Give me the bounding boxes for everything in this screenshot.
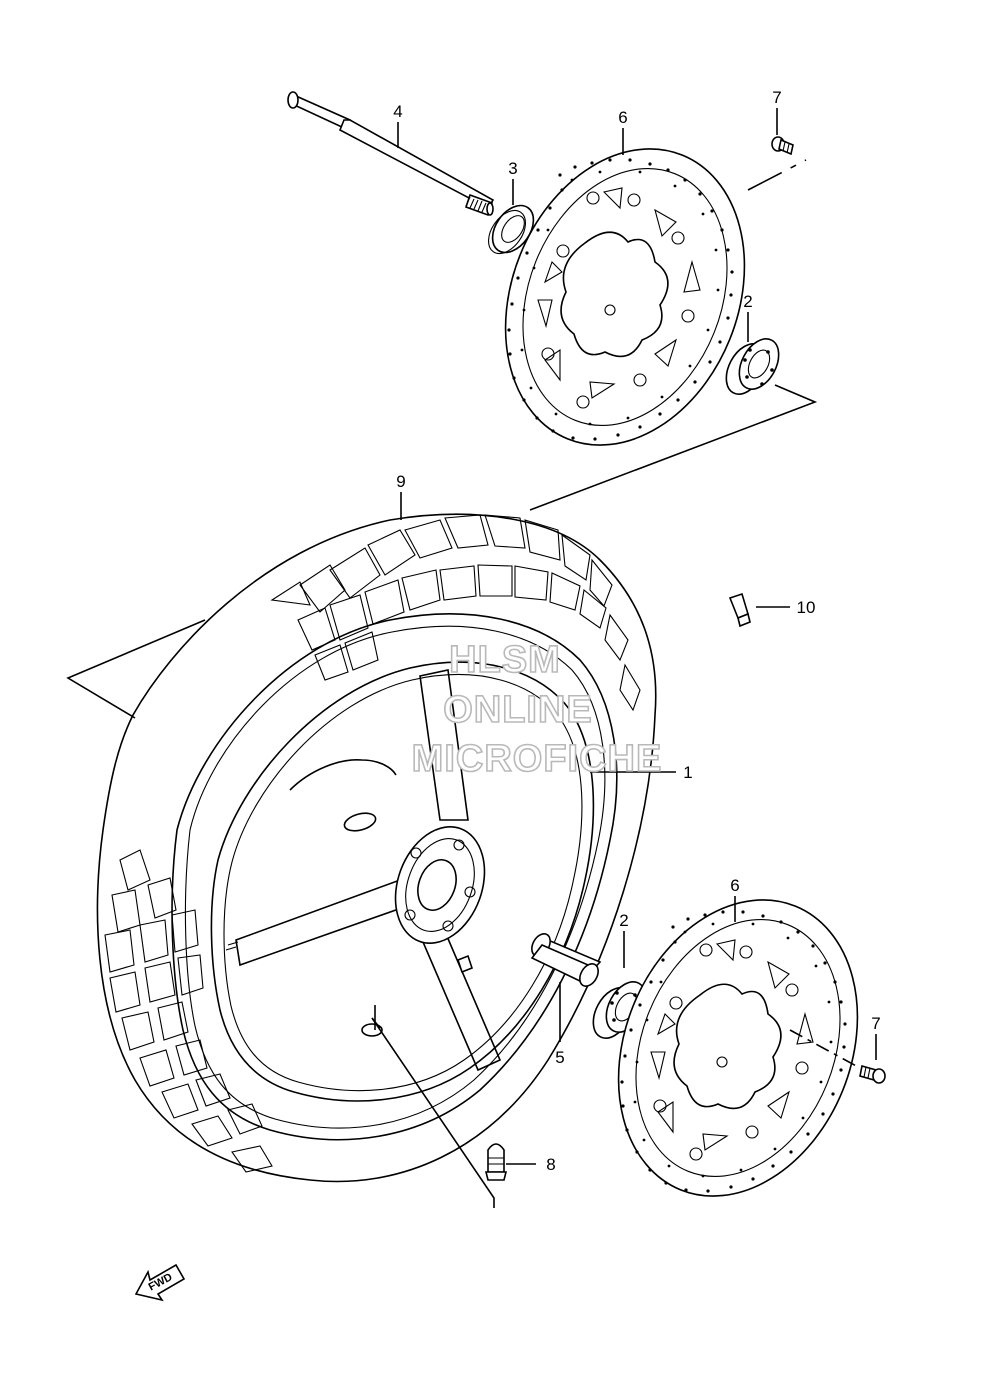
tire xyxy=(96,513,657,1183)
part-label-4: 4 xyxy=(393,102,402,121)
part-label-10: 10 xyxy=(797,598,816,617)
watermark: HLSM ONLINE MICROFICHE xyxy=(411,638,663,781)
axle xyxy=(287,91,495,217)
part-label-8: 9 xyxy=(396,472,405,491)
watermark-line-3: MICROFICHE xyxy=(412,738,663,780)
part-label-7-upper: 7 xyxy=(772,88,781,107)
part-label-1: 1 xyxy=(683,763,692,782)
assembly-guide-upper xyxy=(529,159,818,511)
part-label-5: 5 xyxy=(555,1048,564,1067)
watermark-line-1: HLSM xyxy=(449,639,561,681)
part-labels: 4 3 6 7 2 9 1 10 6 2 5 7 8 xyxy=(393,88,880,1174)
part-label-7-lower: 7 xyxy=(871,1014,880,1033)
disc-bolt-upper xyxy=(771,136,794,156)
valve xyxy=(484,1143,508,1181)
assembly-guide-left xyxy=(66,619,495,1208)
part-label-6-lower: 6 xyxy=(730,876,739,895)
fwd-arrow: FWD xyxy=(134,1263,186,1302)
brake-disc-lower xyxy=(617,899,859,1197)
brake-disc-upper xyxy=(504,148,746,446)
leader-lines xyxy=(397,108,877,1165)
part-label-2-upper: 2 xyxy=(743,292,752,311)
part-label-6-upper: 6 xyxy=(618,108,627,127)
wheel-rim xyxy=(210,661,595,1102)
balancer xyxy=(728,592,751,628)
spacer xyxy=(530,933,602,987)
bearing-upper xyxy=(725,338,780,395)
disc-bolt-lower xyxy=(789,1029,886,1084)
part-label-2-lower: 2 xyxy=(619,911,628,930)
part-label-9: 8 xyxy=(546,1155,555,1174)
watermark-line-2: ONLINE xyxy=(443,689,593,731)
part-label-3: 3 xyxy=(508,159,517,178)
